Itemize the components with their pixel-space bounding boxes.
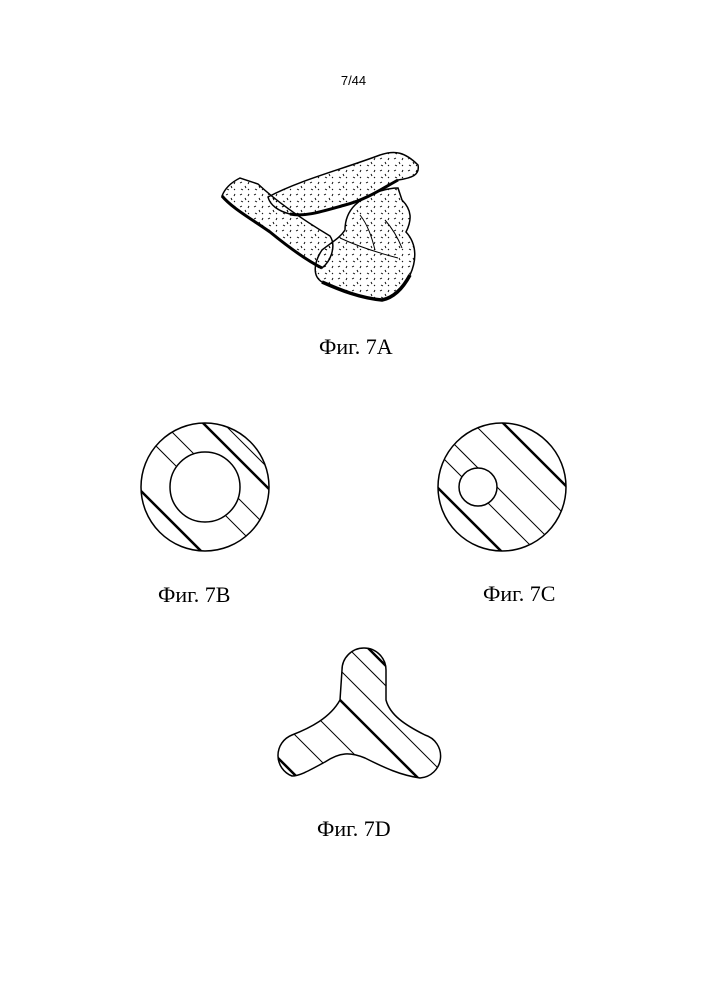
figure-7d-caption: Фиг. 7D bbox=[317, 816, 391, 842]
